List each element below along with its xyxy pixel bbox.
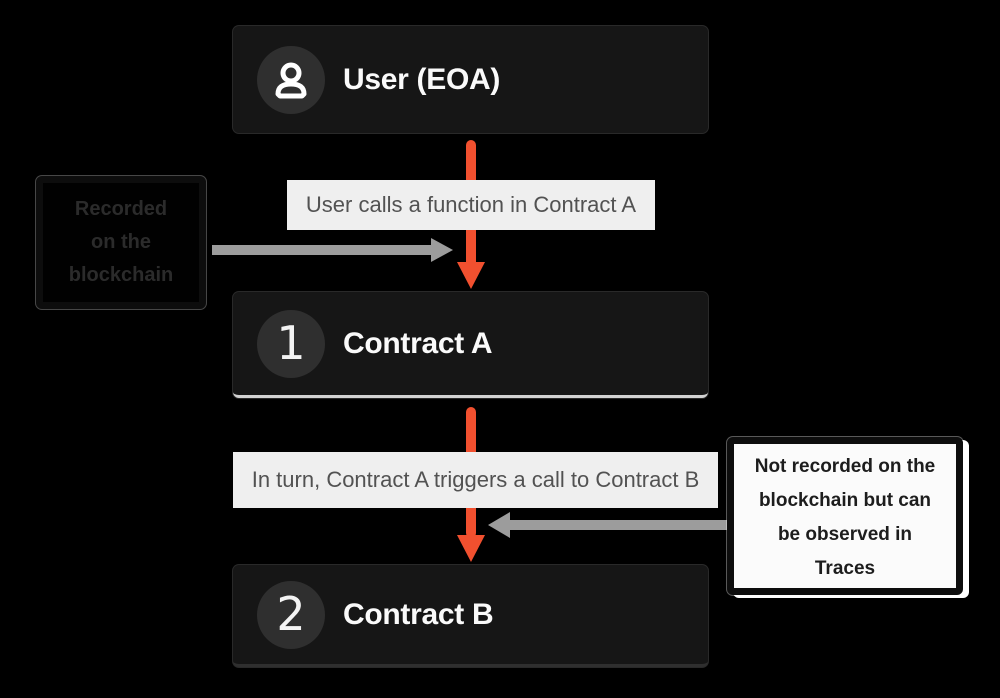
- contract-b-step-number: 2: [276, 586, 306, 641]
- user-icon: [275, 62, 307, 98]
- edge-label-user-to-a: User calls a function in Contract A: [287, 180, 655, 230]
- node-contract-b-label: Contract B: [343, 597, 494, 631]
- contract-a-step-badge: 1: [257, 309, 325, 378]
- note-left-line-2: on the: [91, 231, 151, 253]
- arrow-contract-a-to-b-head: [457, 535, 485, 562]
- note-left-line-1: Recorded: [74, 198, 168, 220]
- contract-b-step-badge: 2: [257, 580, 325, 649]
- user-avatar: [257, 45, 325, 114]
- note-right-arrow-shaft: [510, 520, 727, 530]
- edge-label-a-to-b-text: In turn, Contract A triggers a call to C…: [251, 467, 700, 492]
- contract-a-step-number: 1: [276, 315, 306, 370]
- node-contract-a: 1 Contract A: [233, 292, 708, 398]
- note-right-line-3: be observed in: [777, 524, 913, 545]
- edge-label-a-to-b: In turn, Contract A triggers a call to C…: [233, 452, 718, 508]
- note-left-arrow-shaft: [212, 245, 431, 255]
- note-right-line-4: Traces: [814, 558, 876, 579]
- edge-label-user-to-a-text: User calls a function in Contract A: [305, 192, 637, 217]
- note-right-arrow-head: [488, 512, 510, 538]
- note-right-line-1: Not recorded on the: [754, 456, 936, 477]
- arrow-user-to-contract-a-head: [457, 262, 485, 289]
- node-contract-b: 2 Contract B: [233, 565, 708, 667]
- note-left-arrow-head: [431, 238, 453, 262]
- note-left-line-3: blockchain: [68, 264, 174, 286]
- note-right-line-2: blockchain but can: [758, 490, 932, 511]
- node-user-label: User (EOA): [343, 62, 501, 96]
- node-contract-a-label: Contract A: [343, 326, 493, 360]
- note-not-recorded-traces: Not recorded on the blockchain but can b…: [727, 437, 963, 595]
- node-user-eoa: User (EOA): [233, 26, 708, 133]
- note-recorded-on-blockchain: Recorded on the blockchain: [36, 176, 206, 309]
